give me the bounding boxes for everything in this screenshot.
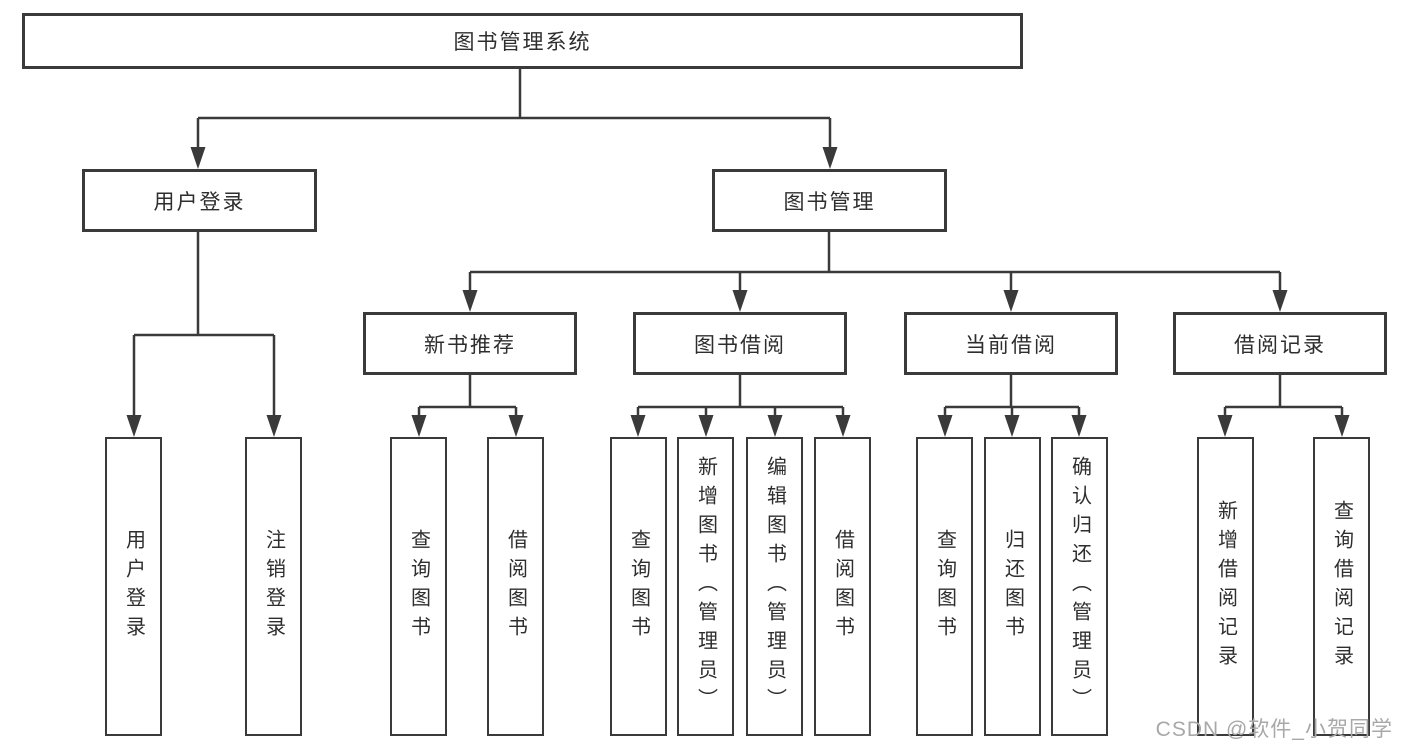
leaf-query-borrow-record: 查询借阅记录 xyxy=(1313,437,1370,736)
leaf-return-book: 归还图书 xyxy=(984,437,1041,736)
leaf-edit-book-admin: 编辑图书（管理员） xyxy=(746,437,803,736)
leaf-label: 注销登录 xyxy=(262,528,285,645)
connector-root xyxy=(196,69,832,150)
connector-new-book-recommend xyxy=(417,375,518,420)
node-new-book-recommend: 新书推荐 xyxy=(363,312,577,375)
leaf-label: 借阅图书 xyxy=(504,528,527,645)
leaf-add-book-admin: 新增图书（管理员） xyxy=(677,437,734,736)
leaf-label: 编辑图书（管理员） xyxy=(763,456,786,717)
arrowheads xyxy=(126,147,1350,437)
leaf-query-books-borrow: 查询图书 xyxy=(610,437,667,736)
node-user-login: 用户登录 xyxy=(82,169,317,232)
node-label: 新书推荐 xyxy=(424,333,516,357)
leaf-logout: 注销登录 xyxy=(245,437,302,736)
leaf-label: 新增图书（管理员） xyxy=(694,456,717,717)
node-label: 借阅记录 xyxy=(1234,333,1326,357)
leaf-label: 归还图书 xyxy=(1001,528,1024,645)
node-label: 图书管理 xyxy=(783,190,876,214)
leaf-confirm-return-admin: 确认归还（管理员） xyxy=(1051,437,1108,736)
connector-book-management xyxy=(468,232,1282,295)
node-current-borrow: 当前借阅 xyxy=(904,312,1118,375)
node-borrow-records: 借阅记录 xyxy=(1173,312,1387,375)
node-book-management: 图书管理 xyxy=(712,169,947,232)
node-label: 当前借阅 xyxy=(965,333,1057,357)
node-system-root: 图书管理系统 xyxy=(22,13,1023,69)
leaf-label: 确认归还（管理员） xyxy=(1068,456,1091,717)
leaf-borrow-books: 借阅图书 xyxy=(814,437,871,736)
leaf-label: 查询借阅记录 xyxy=(1330,499,1353,674)
leaf-user-login: 用户登录 xyxy=(105,437,162,736)
node-label: 用户登录 xyxy=(153,190,246,214)
leaf-label: 借阅图书 xyxy=(831,528,854,645)
leaf-add-borrow-record: 新增借阅记录 xyxy=(1197,437,1254,736)
connector-book-borrow xyxy=(636,375,845,420)
leaf-label: 查询图书 xyxy=(627,528,650,645)
connector-current-borrow xyxy=(943,375,1081,420)
leaf-query-books-current: 查询图书 xyxy=(916,437,973,736)
node-book-borrow: 图书借阅 xyxy=(633,312,847,375)
leaf-query-books-recommend: 查询图书 xyxy=(390,437,447,736)
leaf-label: 查询图书 xyxy=(407,528,430,645)
leaf-label: 用户登录 xyxy=(122,528,145,645)
node-label: 图书管理系统 xyxy=(453,31,592,54)
csdn-watermark: CSDN @软件_小贺同学 xyxy=(1155,718,1393,741)
connector-borrow-records xyxy=(1223,375,1344,420)
leaf-label: 新增借阅记录 xyxy=(1214,499,1237,674)
leaf-label: 查询图书 xyxy=(933,528,956,645)
node-label: 图书借阅 xyxy=(694,333,786,357)
connector-user-login xyxy=(132,232,276,420)
leaf-borrow-books-recommend: 借阅图书 xyxy=(487,437,544,736)
